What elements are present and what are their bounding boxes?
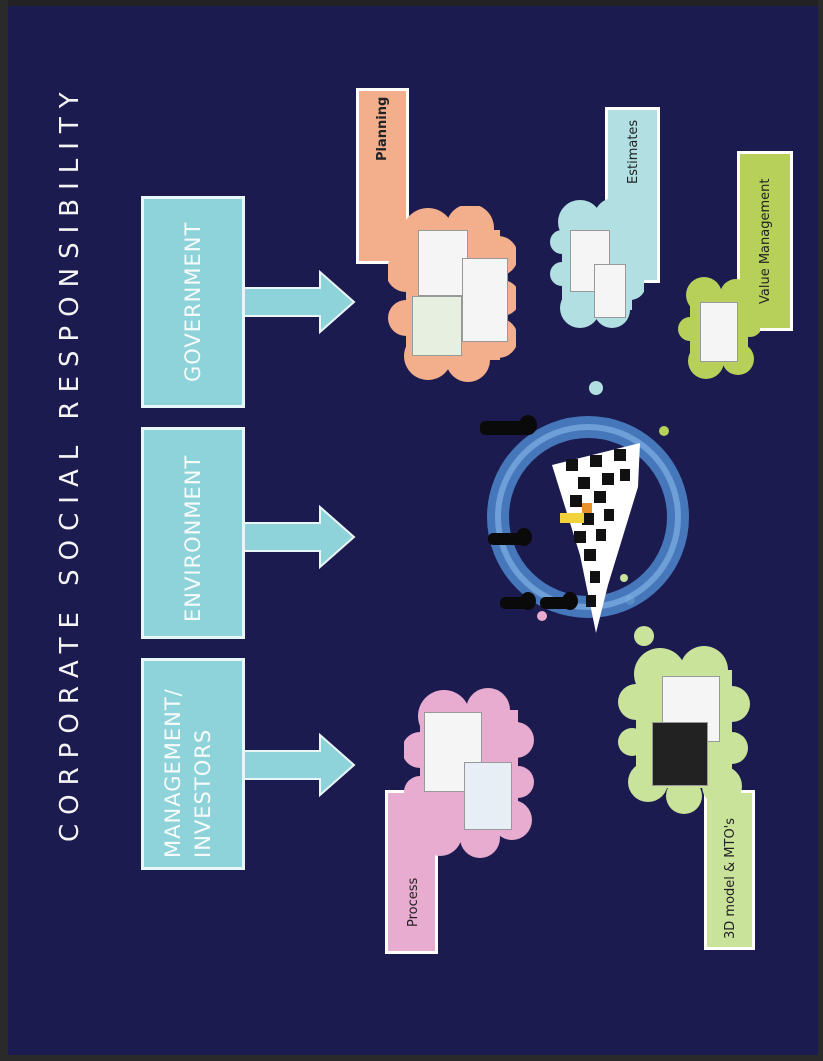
category-management-line1: MANAGEMENT/: [161, 688, 185, 858]
value-management-screenshot: [700, 302, 738, 362]
process-label: Process: [406, 877, 421, 927]
thought-bubbles: [537, 381, 669, 646]
planning-label: Planning: [375, 96, 390, 161]
page-border: [0, 1055, 823, 1061]
planning-screenshot-2: [462, 258, 508, 342]
category-government-label: GOVERNMENT: [181, 221, 205, 382]
estimates-screenshot-2: [594, 264, 626, 318]
arrow-government: [244, 270, 356, 334]
category-government-box: GOVERNMENT: [141, 196, 245, 408]
planning-screenshot-3: [412, 296, 462, 356]
page-border: [818, 0, 823, 1061]
arrow-management: [244, 733, 356, 797]
slide-title: CORPORATE SOCIAL RESPONSIBILITY: [55, 83, 85, 842]
process-screenshot-2: [464, 762, 512, 830]
estimates-label: Estimates: [626, 119, 641, 184]
category-environment-label: ENVIRONMENT: [181, 454, 205, 622]
planning-screenshot-1: [418, 230, 468, 296]
model-label: 3D model & MTO's: [723, 817, 738, 939]
model-label-box: 3D model & MTO's: [704, 790, 755, 950]
page-border: [0, 0, 823, 6]
category-environment-box: ENVIRONMENT: [141, 427, 245, 639]
value-management-label: Value Management: [758, 178, 773, 304]
planning-label-box: Planning: [356, 88, 409, 264]
category-management-box: MANAGEMENT/ INVESTORS: [141, 658, 245, 870]
category-management-line2: INVESTORS: [191, 728, 215, 858]
model-screenshot-2: [652, 722, 708, 786]
category-management-label: MANAGEMENT/ INVESTORS: [158, 688, 218, 858]
central-illustration: [480, 415, 689, 633]
arrow-environment: [244, 505, 356, 569]
page-border: [0, 0, 8, 1061]
